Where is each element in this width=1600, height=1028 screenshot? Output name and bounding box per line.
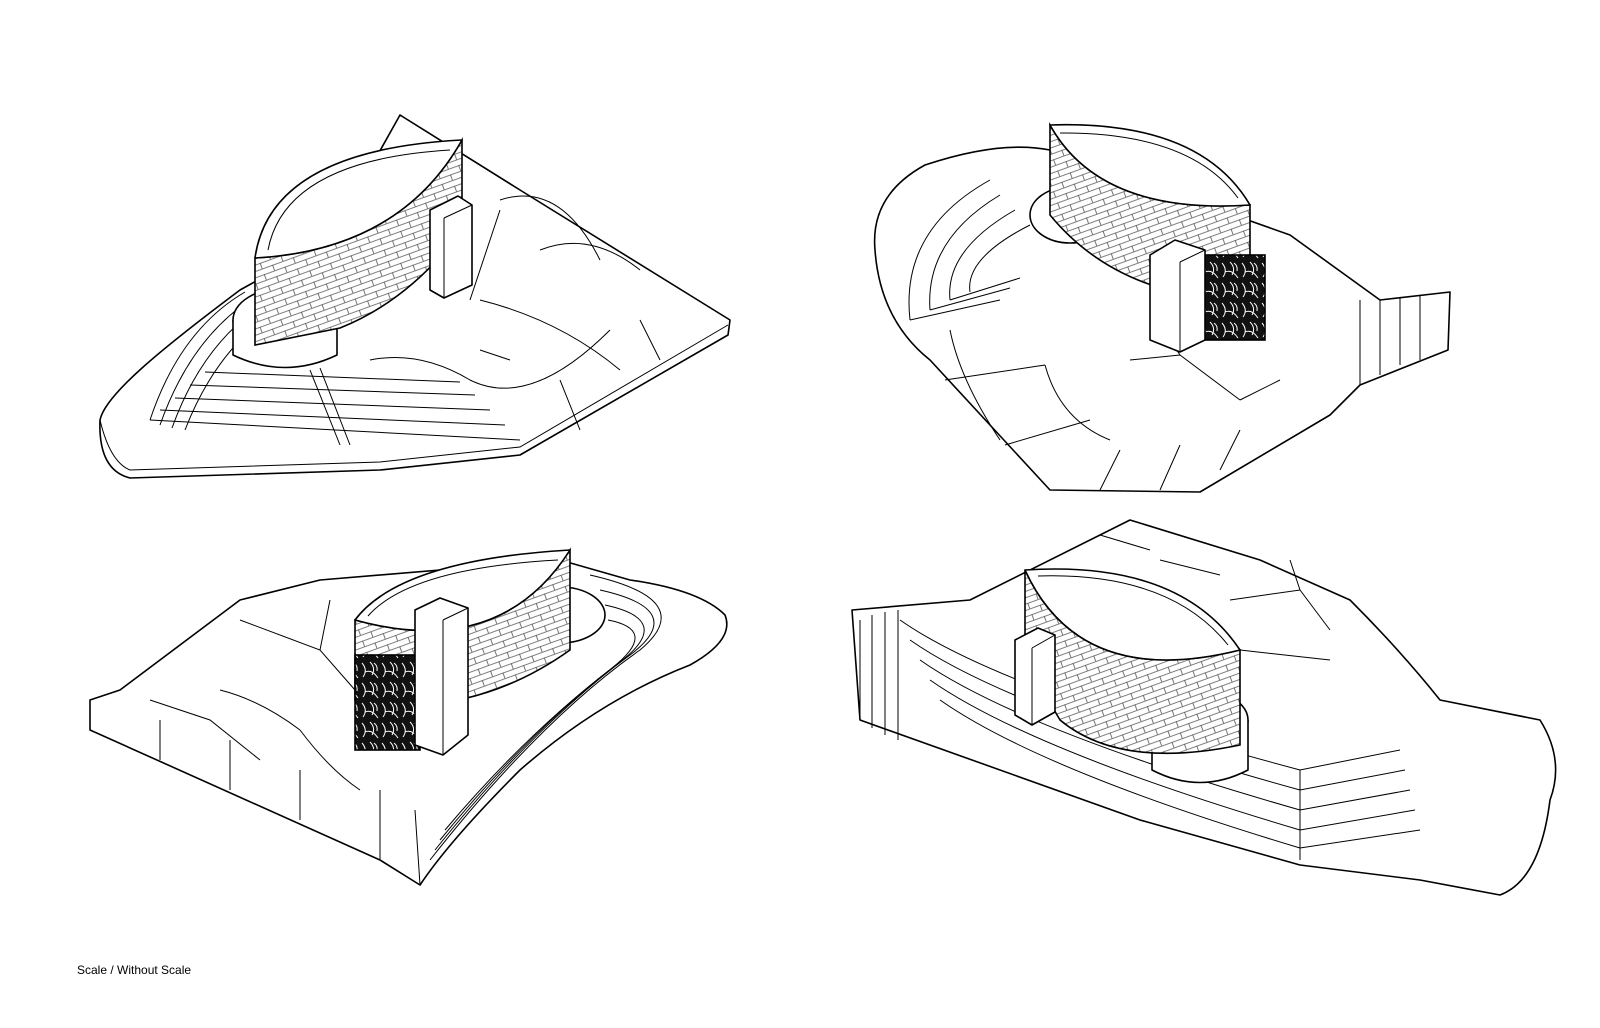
amphitheatre-steps	[149, 291, 521, 446]
lens-roof	[1049, 123, 1251, 207]
scale-caption: Scale / Without Scale	[77, 963, 192, 977]
axonometric-view-1	[99, 114, 731, 479]
axonometric-view-3	[89, 547, 728, 886]
lens-roof	[1024, 568, 1241, 661]
amphitheatre-steps	[859, 610, 1421, 860]
terrace-paths	[369, 195, 661, 431]
terrace-paths	[149, 599, 361, 791]
tower	[1149, 239, 1206, 353]
terrace-paths	[1099, 534, 1331, 661]
stained-glass-window	[1199, 254, 1266, 341]
lens-roof	[254, 139, 463, 259]
stained-glass-window	[354, 654, 421, 751]
amphitheatre-steps	[908, 179, 1421, 491]
tower	[429, 195, 473, 299]
amphitheatre-steps	[159, 574, 662, 886]
base-edge	[99, 324, 729, 471]
tower	[414, 597, 469, 756]
tower	[1014, 627, 1056, 726]
axonometric-view-4	[851, 519, 1557, 896]
axonometric-view-2	[873, 121, 1451, 493]
